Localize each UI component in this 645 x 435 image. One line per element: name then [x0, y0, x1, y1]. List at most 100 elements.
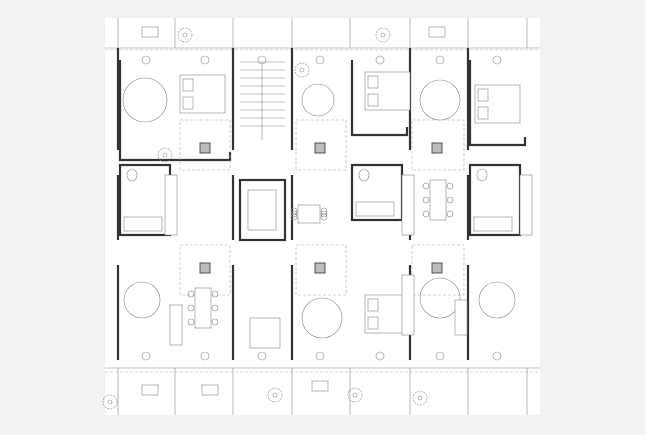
pillow: [182, 96, 194, 110]
round-column-icon: [375, 55, 385, 65]
sofa-icon: [249, 317, 281, 349]
plant-icon: [177, 27, 193, 43]
pillow: [367, 316, 379, 330]
balcony-table-icon: [311, 380, 329, 392]
column-icon: [314, 142, 326, 154]
bed-frame: [179, 74, 226, 114]
bathtub-icon: [123, 216, 163, 232]
pillow: [182, 78, 194, 92]
chair-icon: [211, 318, 219, 326]
bed-frame: [474, 84, 521, 124]
plant-leaves: [177, 27, 193, 43]
plant-pot: [380, 32, 386, 38]
round-column-icon: [200, 351, 210, 361]
bedroom-wall: [468, 60, 527, 147]
bed-icon: [474, 84, 521, 124]
ceiling-outline: [295, 244, 347, 296]
plant-icon: [347, 387, 363, 403]
chair-icon: [446, 196, 454, 204]
pillow: [367, 75, 379, 89]
furniture: [102, 26, 533, 410]
round-column-icon: [375, 351, 385, 361]
chair-icon: [320, 210, 328, 218]
bathtub-icon: [355, 201, 395, 217]
plant-icon: [157, 147, 173, 163]
round-column-icon: [492, 351, 502, 361]
pillow: [477, 106, 489, 120]
bed-icon: [364, 71, 411, 111]
ceiling-outline: [179, 119, 231, 171]
plant-leaves: [347, 387, 363, 403]
balcony-bottom: [105, 367, 540, 373]
turning-circle: [301, 297, 343, 339]
bed-frame: [364, 71, 411, 111]
plant-pot: [417, 395, 423, 401]
balcony-table-icon: [428, 26, 446, 38]
chair-icon: [422, 182, 430, 190]
plant-pot: [182, 32, 188, 38]
turning-circle: [478, 281, 516, 319]
column-icon: [199, 262, 211, 274]
chair-icon: [290, 210, 298, 218]
plant-icon: [267, 387, 283, 403]
elevator-icon: [247, 189, 277, 231]
sofa-icon: [454, 299, 468, 336]
plant-icon: [294, 62, 310, 78]
plant-leaves: [267, 387, 283, 403]
kitchen-counter: [164, 174, 178, 236]
turning-circle: [301, 83, 335, 117]
bed-icon: [179, 74, 226, 114]
sofa-icon: [169, 304, 183, 346]
round-column-icon: [435, 351, 445, 361]
toilet-icon: [358, 168, 370, 182]
plant-pot: [299, 67, 305, 73]
plant-icon: [412, 390, 428, 406]
round-column-icon: [315, 351, 325, 361]
chair-icon: [422, 210, 430, 218]
chair-icon: [320, 213, 328, 221]
walls: [116, 18, 528, 415]
turning-circle: [419, 79, 461, 121]
chair-icon: [422, 196, 430, 204]
column-icon: [199, 142, 211, 154]
chair-icon: [187, 304, 195, 312]
plant-leaves: [412, 390, 428, 406]
chair-icon: [446, 210, 454, 218]
plant-leaves: [294, 62, 310, 78]
plant-pot: [162, 152, 168, 158]
dining-table-icon: [194, 287, 212, 329]
plant-icon: [102, 394, 118, 410]
ceiling-outline: [295, 119, 347, 171]
plant-leaves: [157, 147, 173, 163]
kitchen-counter: [401, 274, 415, 336]
balcony-table-icon: [141, 384, 159, 396]
round-column-icon: [435, 55, 445, 65]
dining-table-icon: [297, 204, 321, 224]
column-icon: [314, 262, 326, 274]
ceiling-outline: [411, 244, 465, 296]
turning-circle: [419, 277, 461, 319]
plant-leaves: [102, 394, 118, 410]
round-column-icon: [141, 55, 151, 65]
stair-icon: [240, 61, 285, 140]
dining-table-icon: [429, 179, 447, 221]
balcony-table-icon: [141, 26, 159, 38]
toilet-icon: [126, 168, 138, 182]
plant-pot: [272, 392, 278, 398]
plant-leaves: [375, 27, 391, 43]
chair-icon: [290, 213, 298, 221]
toilet-icon: [476, 168, 488, 182]
kitchen-counter: [401, 174, 415, 236]
round-column-icon: [492, 55, 502, 65]
kitchen-counter: [519, 174, 533, 236]
chair-icon: [211, 304, 219, 312]
turning-circle: [123, 281, 161, 319]
column-icon: [431, 262, 443, 274]
elevator-core: [238, 178, 287, 242]
plant-pot: [352, 392, 358, 398]
round-column-icon: [141, 351, 151, 361]
chair-icon: [187, 290, 195, 298]
pillow: [367, 298, 379, 312]
round-column-icon: [257, 351, 267, 361]
